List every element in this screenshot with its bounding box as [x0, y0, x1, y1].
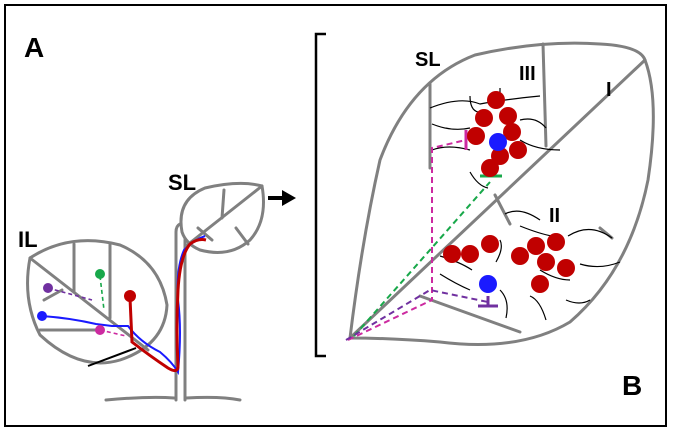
- injured-leaf: [26, 239, 169, 367]
- sl-label-panel-a: SL: [168, 170, 196, 195]
- red-cell-dot: [124, 290, 136, 302]
- blue-cell-dot: [37, 311, 47, 321]
- signal-dashes-b: [345, 139, 491, 341]
- figure-frame: [4, 4, 667, 427]
- sector-iii-label: III: [519, 63, 536, 85]
- systemic-leaf-small: [179, 181, 265, 254]
- right-arrow-icon: [268, 190, 296, 206]
- il-label: IL: [18, 227, 38, 252]
- sector-ii-cells: [443, 233, 575, 293]
- signal-dashes-a: [47, 275, 127, 337]
- magenta-cell-dot: [95, 325, 105, 335]
- minor-veins: [429, 88, 621, 321]
- sector-ii-label: II: [549, 205, 560, 227]
- panel-a-label: A: [24, 32, 44, 63]
- sector-i-label: I: [606, 79, 612, 101]
- green-cell-dot: [95, 269, 105, 279]
- purple-cell-dot: [43, 283, 53, 293]
- systemic-leaf-large: [348, 41, 655, 346]
- vascular-paths: [41, 235, 207, 376]
- left-bracket-icon: [314, 32, 326, 358]
- sl-label-panel-b: SL: [415, 49, 441, 71]
- panel-b-label: B: [622, 370, 642, 401]
- sector-iii-cells: [467, 91, 527, 177]
